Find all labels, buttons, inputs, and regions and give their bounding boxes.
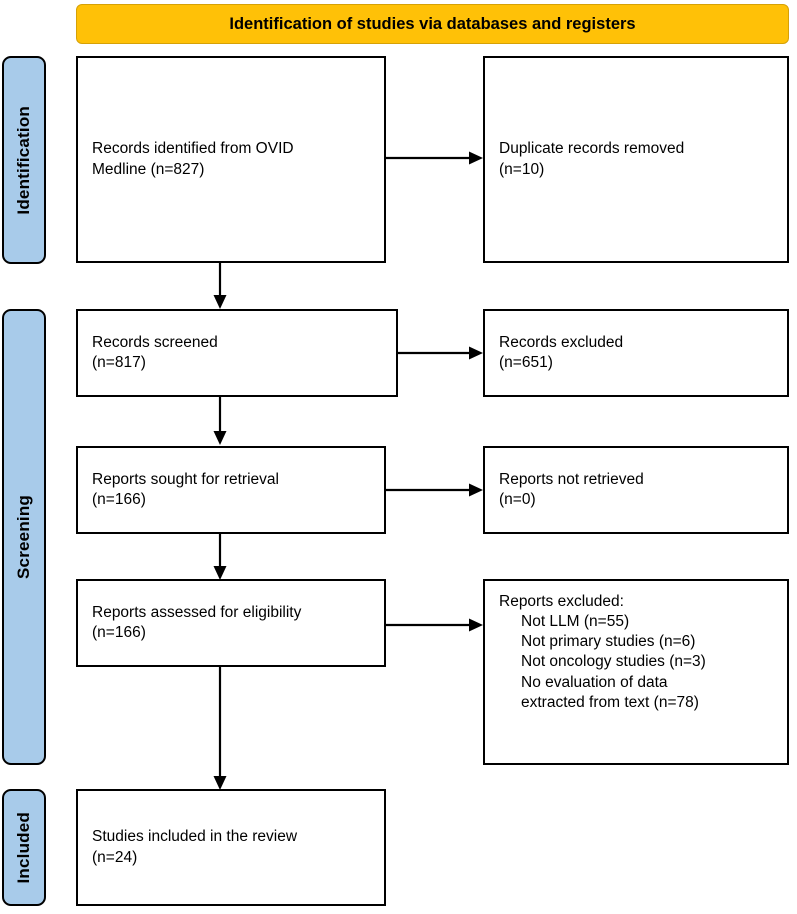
arrow-assessed-to-included bbox=[213, 666, 227, 790]
box-records-excluded-text: Records excluded (n=651) bbox=[499, 333, 623, 373]
box-studies-included-in-review: Studies included in the review (n=24) bbox=[76, 789, 386, 906]
box-reports-excluded-reason-2: Not primary studies (n=6) bbox=[521, 633, 696, 651]
phase-label-identification: Identification bbox=[2, 56, 46, 264]
box-records-identified-line2: Medline (n=827) bbox=[92, 160, 205, 178]
box-reports-sought-for-retrieval-text: Reports sought for retrieval (n=166) bbox=[92, 470, 279, 510]
box-records-screened-text: Records screened (n=817) bbox=[92, 333, 218, 373]
phase-label-identification-text: Identification bbox=[14, 105, 33, 215]
box-reports-excluded-heading: Reports excluded: bbox=[499, 593, 624, 610]
box-reports-excluded-reason-4: No evaluation of data bbox=[521, 673, 668, 691]
box-reports-excluded: Reports excluded: Not LLM (n=55) Not pri… bbox=[483, 579, 789, 765]
box-reports-not-retrieved-text: Reports not retrieved (n=0) bbox=[499, 470, 644, 510]
box-reports-not-retrieved: Reports not retrieved (n=0) bbox=[483, 446, 789, 534]
box-reports-assessed-for-eligibility: Reports assessed for eligibility (n=166) bbox=[76, 579, 386, 667]
box-reports-excluded-reason-1: Not LLM (n=55) bbox=[521, 613, 630, 631]
box-reports-sought-line1: Reports sought for retrieval bbox=[92, 470, 279, 488]
box-records-excluded: Records excluded (n=651) bbox=[483, 309, 789, 397]
box-studies-included-text: Studies included in the review (n=24) bbox=[92, 827, 297, 867]
box-reports-sought-line2: (n=166) bbox=[92, 491, 146, 508]
box-reports-excluded-reason-4-cont: extracted from text (n=78) bbox=[521, 693, 699, 711]
box-duplicate-records-removed-text: Duplicate records removed (n=10) bbox=[499, 139, 684, 179]
box-records-excluded-line2: (n=651) bbox=[499, 354, 553, 371]
box-reports-not-retrieved-line2: (n=0) bbox=[499, 491, 536, 508]
box-reports-sought-for-retrieval: Reports sought for retrieval (n=166) bbox=[76, 446, 386, 534]
box-records-screened: Records screened (n=817) bbox=[76, 309, 398, 397]
arrow-identified-to-duplicates bbox=[386, 151, 483, 165]
box-reports-excluded-text: Reports excluded: Not LLM (n=55) Not pri… bbox=[499, 592, 706, 713]
arrow-screened-to-sought bbox=[213, 396, 227, 445]
box-reports-excluded-reason-3: Not oncology studies (n=3) bbox=[521, 653, 706, 671]
box-duplicate-records-removed-line2: (n=10) bbox=[499, 160, 545, 178]
diagram-header-banner: Identification of studies via databases … bbox=[76, 4, 789, 44]
box-duplicate-records-removed-line1: Duplicate records removed bbox=[499, 140, 685, 158]
box-reports-assessed-line1: Reports assessed for eligibility bbox=[92, 603, 302, 621]
phase-label-screening-text: Screening bbox=[14, 495, 33, 579]
box-records-identified-text: Records identified from OVID Medline (n=… bbox=[92, 139, 294, 179]
box-duplicate-records-removed: Duplicate records removed (n=10) bbox=[483, 56, 789, 263]
box-records-excluded-line1: Records excluded bbox=[499, 333, 624, 351]
box-records-screened-line1: Records screened bbox=[92, 333, 218, 351]
box-studies-included-line2: (n=24) bbox=[92, 848, 138, 866]
arrow-sought-to-assessed bbox=[213, 533, 227, 580]
arrow-screened-to-records-excluded bbox=[398, 346, 483, 360]
diagram-title: Identification of studies via databases … bbox=[229, 14, 636, 33]
arrow-assessed-to-reports-excluded bbox=[386, 618, 483, 632]
box-records-identified: Records identified from OVID Medline (n=… bbox=[76, 56, 386, 263]
phase-label-screening: Screening bbox=[2, 309, 46, 765]
box-studies-included-line1: Studies included in the review bbox=[92, 828, 298, 846]
box-reports-assessed-text: Reports assessed for eligibility (n=166) bbox=[92, 603, 301, 643]
box-reports-assessed-line2: (n=166) bbox=[92, 624, 146, 641]
box-reports-not-retrieved-line1: Reports not retrieved bbox=[499, 470, 644, 488]
arrow-identified-to-screened bbox=[213, 262, 227, 309]
phase-label-included-text: Included bbox=[14, 811, 33, 884]
arrow-sought-to-not-retrieved bbox=[386, 483, 483, 497]
phase-label-included: Included bbox=[2, 789, 46, 906]
box-records-screened-line2: (n=817) bbox=[92, 354, 146, 371]
box-records-identified-line1: Records identified from OVID bbox=[92, 140, 294, 158]
